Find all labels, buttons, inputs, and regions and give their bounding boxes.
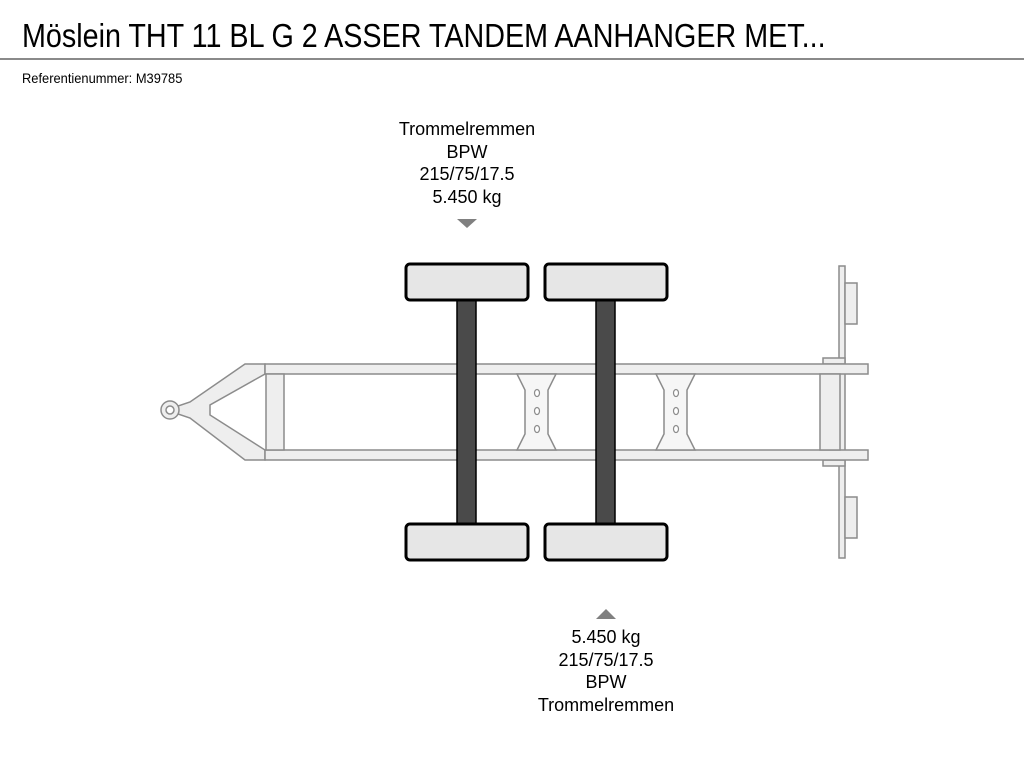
page-title: Möslein THT 11 BL G 2 ASSER TANDEM AANHA…: [22, 17, 826, 54]
axle-2-brake: Trommelremmen: [537, 694, 675, 715]
rear-crossmember: [819, 373, 841, 451]
frame-rail-top: [264, 363, 869, 375]
axle-2-label: 5.450 kg 215/75/17.5 BPW Trommelremmen: [506, 626, 706, 716]
axle-2-load: 5.450 kg: [571, 627, 641, 647]
drawbar: [177, 363, 266, 461]
axle-2: [595, 297, 616, 527]
frame-rail-bottom: [264, 449, 869, 461]
reference-number: Referentienummer: M39785: [22, 70, 183, 86]
axle-2-tire: 215/75/17.5: [558, 649, 654, 670]
axle-1-brake: Trommelremmen: [398, 119, 536, 139]
axle-1: [456, 297, 477, 527]
axle-1-brand: BPW: [446, 141, 488, 162]
axle-1-arrow-icon: [457, 219, 477, 228]
axle-1-load: 5.450 kg: [432, 186, 502, 207]
title-divider: [0, 58, 1024, 60]
rear-light-top: [844, 282, 858, 325]
tire-axle-2-right: [543, 522, 669, 562]
front-crossmember: [265, 373, 285, 451]
axle-1-tire: 215/75/17.5: [419, 164, 515, 184]
axle-2-arrow-icon: [596, 609, 616, 619]
tire-axle-1-right: [404, 522, 530, 562]
axle-1-label: Trommelremmen BPW 215/75/17.5 5.450 kg: [367, 118, 567, 208]
rear-light-bottom: [844, 496, 858, 539]
tire-axle-2-left: [543, 262, 669, 302]
tire-axle-1-left: [404, 262, 530, 302]
axle-2-brand: BPW: [585, 672, 627, 692]
